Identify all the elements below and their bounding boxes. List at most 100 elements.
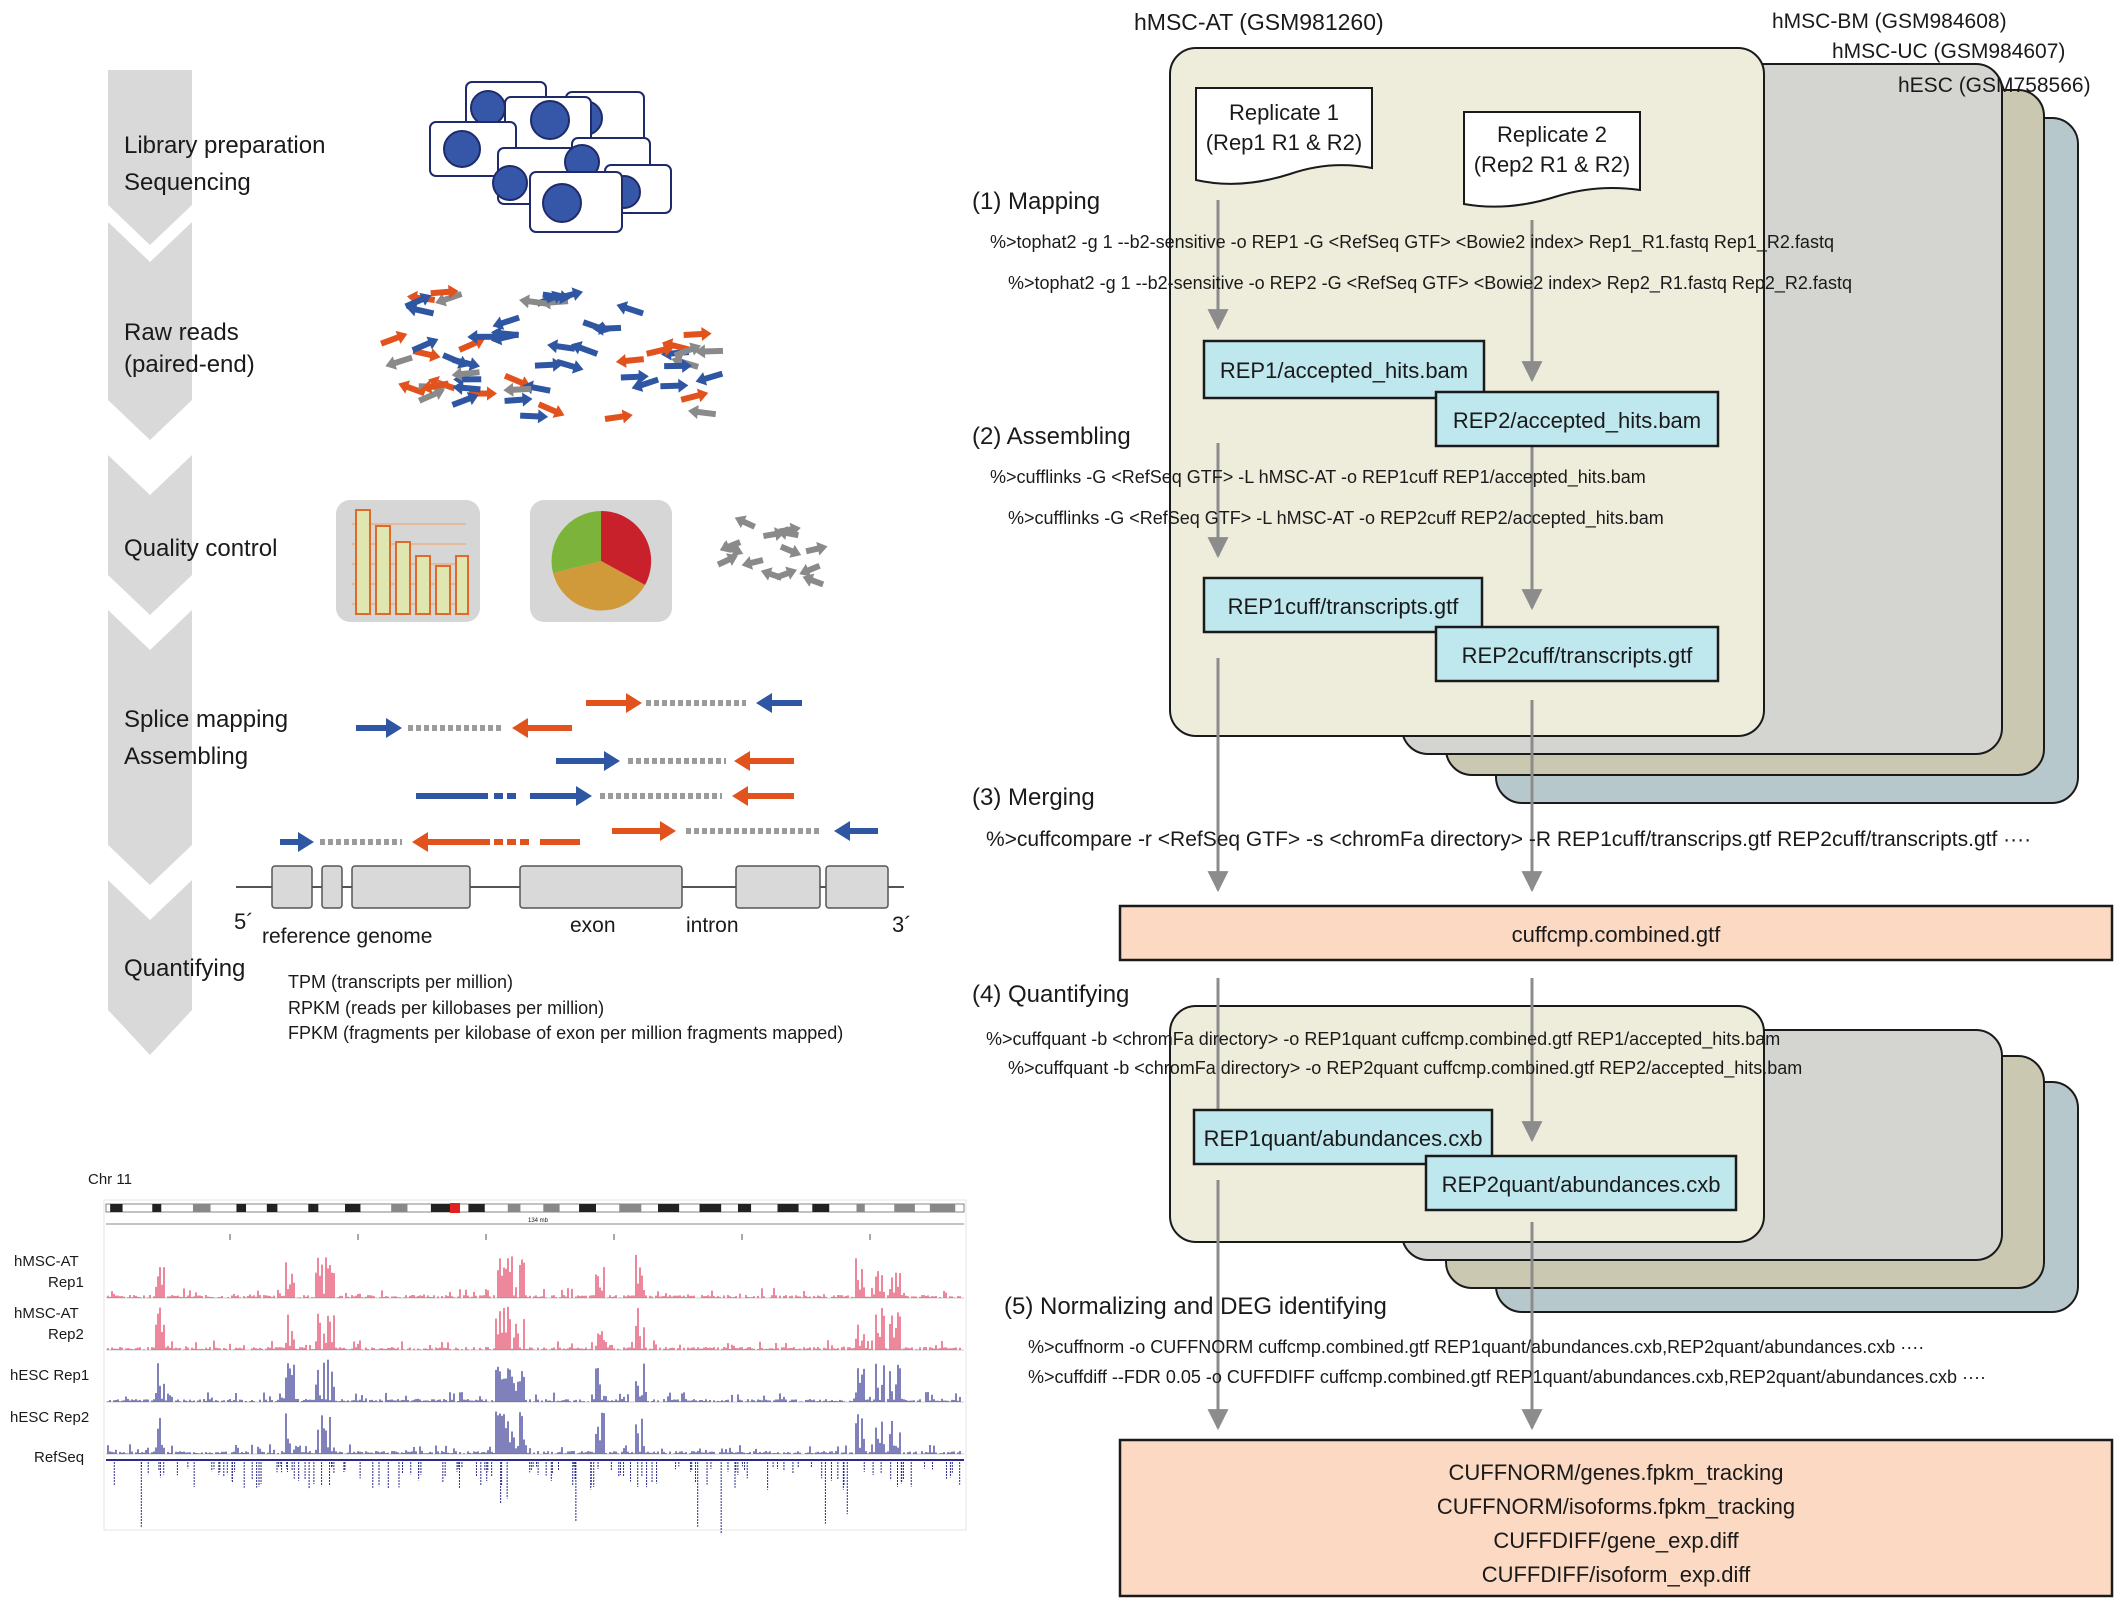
command-line: %>cuffcompare -r <RefSeq GTF> -s <chromF… [986, 828, 2031, 851]
three-prime-label: 3´ [892, 912, 912, 937]
read-arrow [520, 409, 549, 424]
command-line: %>cuffnorm -o CUFFNORM cuffcmp.combined.… [1028, 1337, 1924, 1357]
output-file: REP1/accepted_hits.bam [1220, 358, 1468, 383]
replicate-documents: Replicate 1 (Rep1 R1 & R2) Replicate 2 (… [1195, 87, 1641, 208]
unit-rpkm: RPKM (reads per killobases per million) [288, 998, 604, 1018]
quality-control-icons [336, 500, 828, 622]
step-label: (paired-end) [124, 351, 255, 378]
read-arrow [435, 291, 463, 307]
output-boxes: REP1/accepted_hits.bam REP2/accepted_hit… [1118, 339, 2114, 1598]
output-file: REP2cuff/transcripts.gtf [1462, 643, 1694, 668]
read-arrow [542, 290, 571, 305]
read-arrow [604, 409, 633, 424]
filtered-reads-icon [716, 515, 828, 588]
read-arrow [673, 342, 701, 359]
command-line: %>cufflinks -G <RefSeq GTF> -L hMSC-AT -… [1008, 508, 1664, 529]
unit-fpkm: FPKM (fragments per kilobase of exon per… [288, 1023, 843, 1043]
output-file: CUFFDIFF/isoform_exp.diff [1482, 1562, 1751, 1587]
reference-genome: 5´ reference genome exon intron 3´ [234, 865, 912, 948]
output-box [1434, 625, 1720, 683]
read-arrow [802, 573, 825, 588]
sample-uc-label: hMSC-UC (GSM984607) [1832, 40, 2065, 63]
read-arrow [537, 401, 565, 418]
command-line: %>tophat2 -g 1 --b2-sensitive -o REP1 -G… [990, 232, 1834, 253]
sample-bm-label: hMSC-BM (GSM984608) [1772, 10, 2007, 33]
read-arrow [406, 302, 435, 317]
read-arrow [452, 380, 481, 395]
five-prime-label: 5´ [234, 909, 254, 934]
step-label: Library preparation [124, 132, 325, 159]
output-file: REP2/accepted_hits.bam [1453, 408, 1701, 433]
merge-output-box [1118, 904, 2114, 962]
command-line: %>cuffquant -b <chromFa directory> -o RE… [986, 1029, 1780, 1050]
replicate-2-doc [1463, 111, 1641, 208]
output-file: CUFFNORM/isoforms.fpkm_tracking [1437, 1494, 1795, 1519]
pipeline-step-labels: Library preparation Sequencing Raw reads… [124, 132, 325, 982]
read-arrow [570, 341, 599, 357]
exon-block [321, 865, 343, 909]
read-arrow [631, 376, 660, 392]
output-box [1434, 390, 1720, 448]
output-box [1424, 1154, 1738, 1212]
sample-cards [1169, 47, 2079, 1313]
cells-illustration [429, 81, 672, 233]
step-titles: (1) Mapping (2) Assembling (3) Merging (… [972, 188, 1387, 1320]
read-arrow [779, 543, 802, 558]
exon-block [271, 865, 313, 909]
read-arrow [398, 380, 426, 397]
coordinate-ruler [229, 1234, 871, 1240]
read-arrow [716, 553, 738, 568]
read-arrow [741, 556, 764, 570]
svg-text:Replicate 2: Replicate 2 [1497, 122, 1607, 147]
read-arrow [555, 358, 584, 374]
read-arrow [805, 541, 828, 556]
read-arrow [504, 392, 533, 407]
read-arrow [687, 405, 717, 419]
step-label: Assembling [124, 743, 248, 770]
read-arrow [799, 562, 821, 577]
read-arrow [451, 367, 480, 382]
track-label: Rep1 [48, 1274, 84, 1291]
step-title-mapping: (1) Mapping [972, 188, 1100, 215]
command-line: %>cuffdiff --FDR 0.05 -o CUFFDIFF cuffcm… [1028, 1367, 1986, 1387]
command-line: %>cuffquant -b <chromFa directory> -o RE… [1008, 1058, 1802, 1079]
read-arrow [719, 539, 742, 554]
reference-genome-label: reference genome [262, 925, 432, 948]
scale-label: 134 mb [528, 1218, 549, 1224]
quantification-units: TPM (transcripts per million) RPKM (read… [288, 972, 843, 1043]
read-arrow [734, 515, 756, 530]
read-arrow [430, 284, 459, 299]
step-title-quantifying: (4) Quantifying [972, 981, 1129, 1008]
deg-output-box [1118, 1438, 2114, 1598]
chevron-3 [108, 455, 192, 615]
read-arrow [620, 369, 649, 384]
chevron-5 [108, 880, 192, 1055]
track-label: hMSC-AT [14, 1253, 79, 1270]
output-file: REP1cuff/transcripts.gtf [1228, 594, 1460, 619]
pipeline-chevrons [108, 70, 192, 1055]
sample-esc-label: hESC (GSM758566) [1898, 74, 2091, 97]
track-label: hESC Rep2 [10, 1409, 89, 1426]
read-arrow [616, 301, 645, 317]
chevron-1 [108, 70, 192, 245]
exon-block [825, 865, 889, 909]
output-box [1202, 339, 1486, 400]
svg-text:Replicate 1: Replicate 1 [1229, 100, 1339, 125]
read-arrow [683, 327, 712, 342]
exon-block [351, 865, 471, 909]
genome-browser-panel: Chr 11 134 mb hMSC-AT Rep1 hMSC-AT Rep2 … [10, 1171, 967, 1533]
track-label: Rep2 [48, 1326, 84, 1343]
svg-text:(Rep1 R1 & R2): (Rep1 R1 & R2) [1206, 130, 1363, 155]
step-label: Quality control [124, 535, 277, 562]
read-arrow [519, 294, 548, 309]
intron-label: intron [686, 914, 739, 937]
output-file: REP2quant/abundances.cxb [1442, 1172, 1721, 1197]
track-label: RefSeq [34, 1449, 84, 1466]
step-title-assembling: (2) Assembling [972, 423, 1131, 450]
command-line: %>cufflinks -G <RefSeq GTF> -L hMSC-AT -… [990, 467, 1646, 488]
chromosome-label: Chr 11 [88, 1171, 132, 1188]
read-arrow [694, 344, 724, 359]
track-label: hMSC-AT [14, 1305, 79, 1322]
output-box [1202, 576, 1484, 634]
